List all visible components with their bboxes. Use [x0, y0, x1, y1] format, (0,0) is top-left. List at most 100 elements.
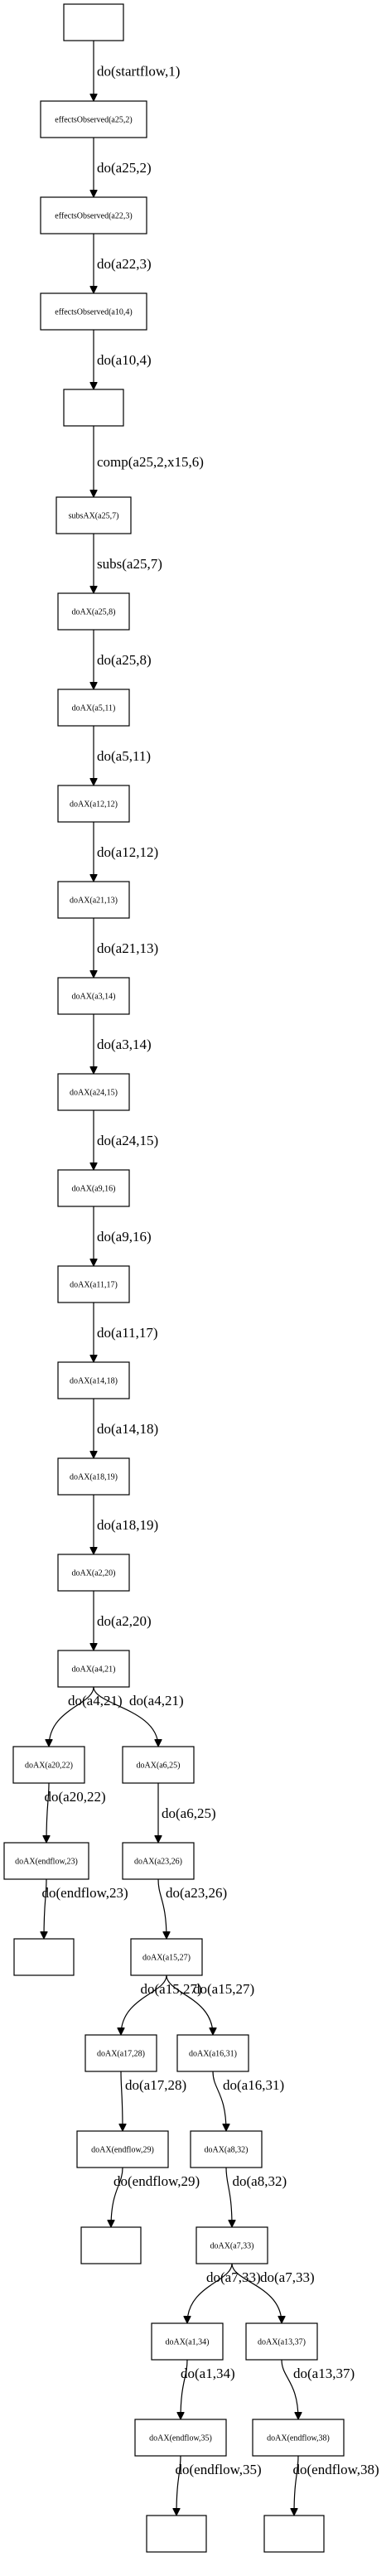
diagram-node: doAX(a17,28) [84, 2034, 157, 2072]
diagram-node: doAX(endflow,23) [3, 1842, 89, 1880]
edge-arrow [157, 1878, 167, 1939]
edge-arrow [44, 1878, 46, 1939]
node-box [57, 1554, 130, 1592]
node-box [12, 1746, 85, 1784]
node-box [252, 2419, 345, 2457]
node-label: doAX(a8,32) [204, 2146, 248, 2155]
node-label: doAX(a23,26) [134, 1858, 182, 1867]
diagram-edge: do(a22,3) [94, 234, 152, 293]
edge-label: do(a24,15) [97, 1133, 158, 1148]
diagram-edge: subs(a25,7) [94, 534, 162, 593]
diagram-edge: do(a5,11) [94, 726, 151, 785]
diagram-node: doAX(a20,22) [12, 1746, 85, 1784]
node-box [57, 1457, 130, 1496]
node-box [176, 2034, 249, 2072]
edge-label: do(a20,22) [45, 1789, 106, 1805]
node-label: effectsObserved(a10,4) [55, 308, 132, 317]
diagram-node: doAX(a18,19) [57, 1457, 130, 1496]
node-box [57, 1073, 130, 1111]
edge-label: do(a23,26) [166, 1885, 227, 1901]
node-label: doAX(a13,37) [258, 2338, 306, 2347]
diagram-edge: comp(a25,2,x15,6) [94, 426, 204, 497]
diagram-node: doAX(endflow,38) [252, 2419, 345, 2457]
diagram-edge: do(a2,20) [94, 1591, 152, 1650]
diagram-edge: do(a12,12) [94, 822, 158, 882]
edge-label: do(a17,28) [125, 2077, 186, 2093]
edge-label: do(endflow,23) [42, 1885, 128, 1901]
diagram-node: doAX(a9,16) [57, 1169, 130, 1207]
node-box [40, 100, 147, 138]
edge-label: do(a11,17) [97, 1325, 158, 1341]
node-box [3, 1842, 89, 1880]
node-label: doAX(endflow,23) [15, 1858, 78, 1867]
node-box [57, 785, 130, 823]
diagram-edge: do(a9,16) [94, 1206, 152, 1266]
nodes-layer: effectsObserved(a25,2)effectsObserved(a2… [3, 3, 345, 2553]
edge-arrow [176, 2455, 181, 2516]
diagram-edge: do(a8,32) [225, 2167, 287, 2227]
node-label: doAX(a12,12) [70, 800, 118, 810]
diagram-node: doAX(a25,8) [57, 592, 130, 631]
edge-label: do(a6,25) [162, 1805, 216, 1821]
node-box [134, 2419, 227, 2457]
diagram-edge: do(endflow,38) [293, 2455, 379, 2516]
node-box [63, 389, 124, 427]
edge-label: do(a7,33) [260, 2269, 315, 2285]
edge-arrow [187, 2263, 233, 2323]
node-box [57, 977, 130, 1015]
edge-arrow [121, 2071, 123, 2131]
diagram-node [146, 2515, 207, 2553]
diagram-edge: do(a23,26) [157, 1878, 227, 1939]
node-box [80, 2226, 142, 2264]
diagram-node: doAX(a6,25) [122, 1746, 195, 1784]
node-label: doAX(a17,28) [97, 2050, 145, 2059]
node-box [13, 1938, 75, 1976]
diagram-edge: do(a20,22) [45, 1782, 106, 1843]
node-label: doAX(a20,22) [25, 1762, 73, 1771]
edge-label: do(endflow,29) [113, 2173, 200, 2189]
diagram-edge: do(a4,21) [49, 1686, 123, 1747]
edge-label: do(a14,18) [97, 1421, 158, 1437]
edge-label: do(a13,37) [293, 2366, 355, 2381]
edge-label: comp(a25,2,x15,6) [97, 454, 204, 470]
diagram-edge: do(a1,34) [181, 2359, 235, 2419]
diagram-node: doAX(a8,32) [190, 2130, 263, 2168]
node-box [57, 1650, 130, 1688]
diagram-node: doAX(a1,34) [151, 2322, 224, 2361]
node-label: doAX(a25,8) [71, 608, 115, 617]
edge-label: do(a18,19) [97, 1517, 158, 1533]
node-box [76, 2130, 169, 2168]
diagram-node: doAX(a12,12) [57, 785, 130, 823]
edge-label: do(a25,8) [97, 652, 152, 668]
node-box [84, 2034, 157, 2072]
diagram-edge: do(startflow,1) [94, 41, 180, 101]
edge-arrow [111, 2167, 123, 2227]
edge-arrow [93, 1686, 158, 1747]
diagram-node: doAX(a2,20) [57, 1554, 130, 1592]
diagram-node: effectsObserved(a10,4) [40, 292, 147, 331]
diagram-edge: do(endflow,29) [111, 2167, 200, 2227]
edge-label: do(a9,16) [97, 1229, 152, 1245]
diagram-edge: do(a7,33) [187, 2263, 261, 2323]
diagram-edge: do(endflow,23) [42, 1878, 128, 1939]
diagram-node: doAX(a16,31) [176, 2034, 249, 2072]
edge-arrow [181, 2359, 188, 2419]
node-label: doAX(a1,34) [165, 2338, 209, 2347]
edge-label: do(a7,33) [206, 2269, 261, 2285]
diagram-edge: do(endflow,35) [176, 2455, 262, 2516]
node-label: doAX(a2,20) [71, 1569, 115, 1578]
diagram-node: doAX(a5,11) [57, 689, 130, 727]
edge-label: do(a15,27) [141, 1981, 202, 1997]
edge-arrow [231, 2263, 282, 2323]
diagram-edge: do(a13,37) [281, 2359, 355, 2419]
diagram-edge: do(a10,4) [94, 330, 152, 389]
edge-arrow [294, 2455, 299, 2516]
diagram-node: doAX(a7,33) [196, 2226, 268, 2264]
diagram-node: doAX(a13,37) [245, 2322, 318, 2361]
diagram-edge: do(a3,14) [94, 1014, 152, 1074]
diagram-node: doAX(endflow,29) [76, 2130, 169, 2168]
edge-arrow [166, 1974, 213, 2035]
diagram-edge: do(a15,27) [166, 1974, 254, 2035]
edge-label: do(endflow,38) [293, 2462, 379, 2477]
